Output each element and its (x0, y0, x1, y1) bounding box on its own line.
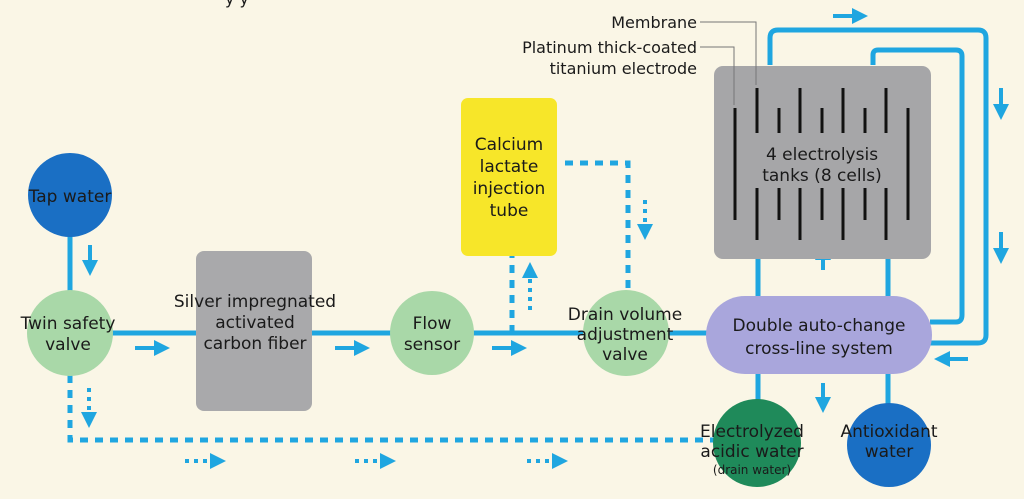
electrolysis-tanks-label-2: tanks (8 cells) (762, 166, 882, 186)
acidic-water-label-1: Electrolyzed (700, 422, 804, 442)
carbon-filter-box (196, 251, 312, 411)
drain-valve-label-3: valve (602, 345, 648, 365)
carbon-filter-label-2: activated (215, 313, 295, 333)
calcium-tube-label-4: tube (490, 201, 529, 221)
pipe-calcium-to-valve (565, 160, 631, 300)
acidic-water-label-3: (drain water) (713, 463, 791, 477)
drain-pipes (67, 160, 720, 443)
electrolysis-tanks-box (714, 66, 931, 259)
antioxidant-water-node: Antioxidant water (840, 403, 938, 487)
pipe-outer-loop (767, 27, 989, 346)
twin-safety-valve-label-1: Twin safety (20, 314, 116, 334)
crossline-system-label-2: cross-line system (745, 339, 893, 359)
calcium-tube-label-2: lactate (480, 157, 539, 177)
crossline-system-label-1: Double auto-change (733, 316, 906, 336)
twin-safety-valve-label-2: valve (45, 335, 91, 355)
calcium-tube-label-1: Calcium (475, 135, 543, 155)
calcium-tube-node: Calcium lactate injection tube (461, 98, 557, 256)
calcium-tube-label-3: injection (473, 179, 546, 199)
flow-arrows (82, 8, 1009, 413)
drain-arrows (81, 200, 653, 469)
carbon-filter-node: Silver impregnated activated carbon fibe… (174, 251, 336, 411)
electrodes (733, 88, 910, 240)
flow-sensor-label-1: Flow (413, 314, 452, 334)
flow-sensor-node: Flow sensor (390, 291, 474, 375)
tap-water-circle (28, 153, 112, 237)
calcium-tube-box (461, 98, 557, 256)
electrolysis-tanks-label-1: 4 electrolysis (766, 145, 878, 165)
twin-safety-valve-circle (27, 290, 113, 376)
crossline-system-node: Double auto-change cross-line system (706, 296, 932, 374)
flow-sensor-label-2: sensor (404, 335, 460, 355)
acidic-water-circle (713, 399, 801, 487)
crossline-system-box (706, 296, 932, 374)
acidic-water-label-2: acidic water (700, 442, 803, 462)
acidic-water-node: Electrolyzed acidic water (drain water) (700, 399, 804, 487)
drain-valve-label-1: Drain volume (568, 305, 682, 325)
pipe-inner-loop (870, 47, 965, 325)
carbon-filter-label-3: carbon fiber (203, 334, 306, 354)
electrolysis-tanks-node: 4 electrolysis tanks (8 cells) (714, 66, 931, 259)
drain-valve-label-2: adjustment (577, 325, 674, 345)
antioxidant-water-label-1: Antioxidant (840, 422, 937, 442)
membrane-callout-line (700, 21, 757, 85)
antioxidant-water-label-2: water (865, 442, 913, 462)
tap-water-label: Tap water (28, 187, 112, 207)
title-fragment: y y (225, 0, 249, 8)
antioxidant-water-circle (847, 403, 931, 487)
callout-lines (700, 21, 757, 105)
electrode-callout-line (700, 46, 735, 105)
drain-valve-circle (583, 290, 669, 376)
electrode-label-1: Platinum thick-coated (522, 38, 697, 57)
twin-safety-valve-node: Twin safety valve (20, 290, 116, 376)
tap-water-node: Tap water (28, 153, 112, 237)
drain-valve-node: Drain volume adjustment valve (568, 290, 682, 376)
pipe-drain-bottom (67, 375, 720, 443)
carbon-filter-label-1: Silver impregnated (174, 292, 336, 312)
membrane-label: Membrane (611, 13, 697, 32)
electrode-label-2: titanium electrode (550, 59, 697, 78)
flow-sensor-circle (390, 291, 474, 375)
